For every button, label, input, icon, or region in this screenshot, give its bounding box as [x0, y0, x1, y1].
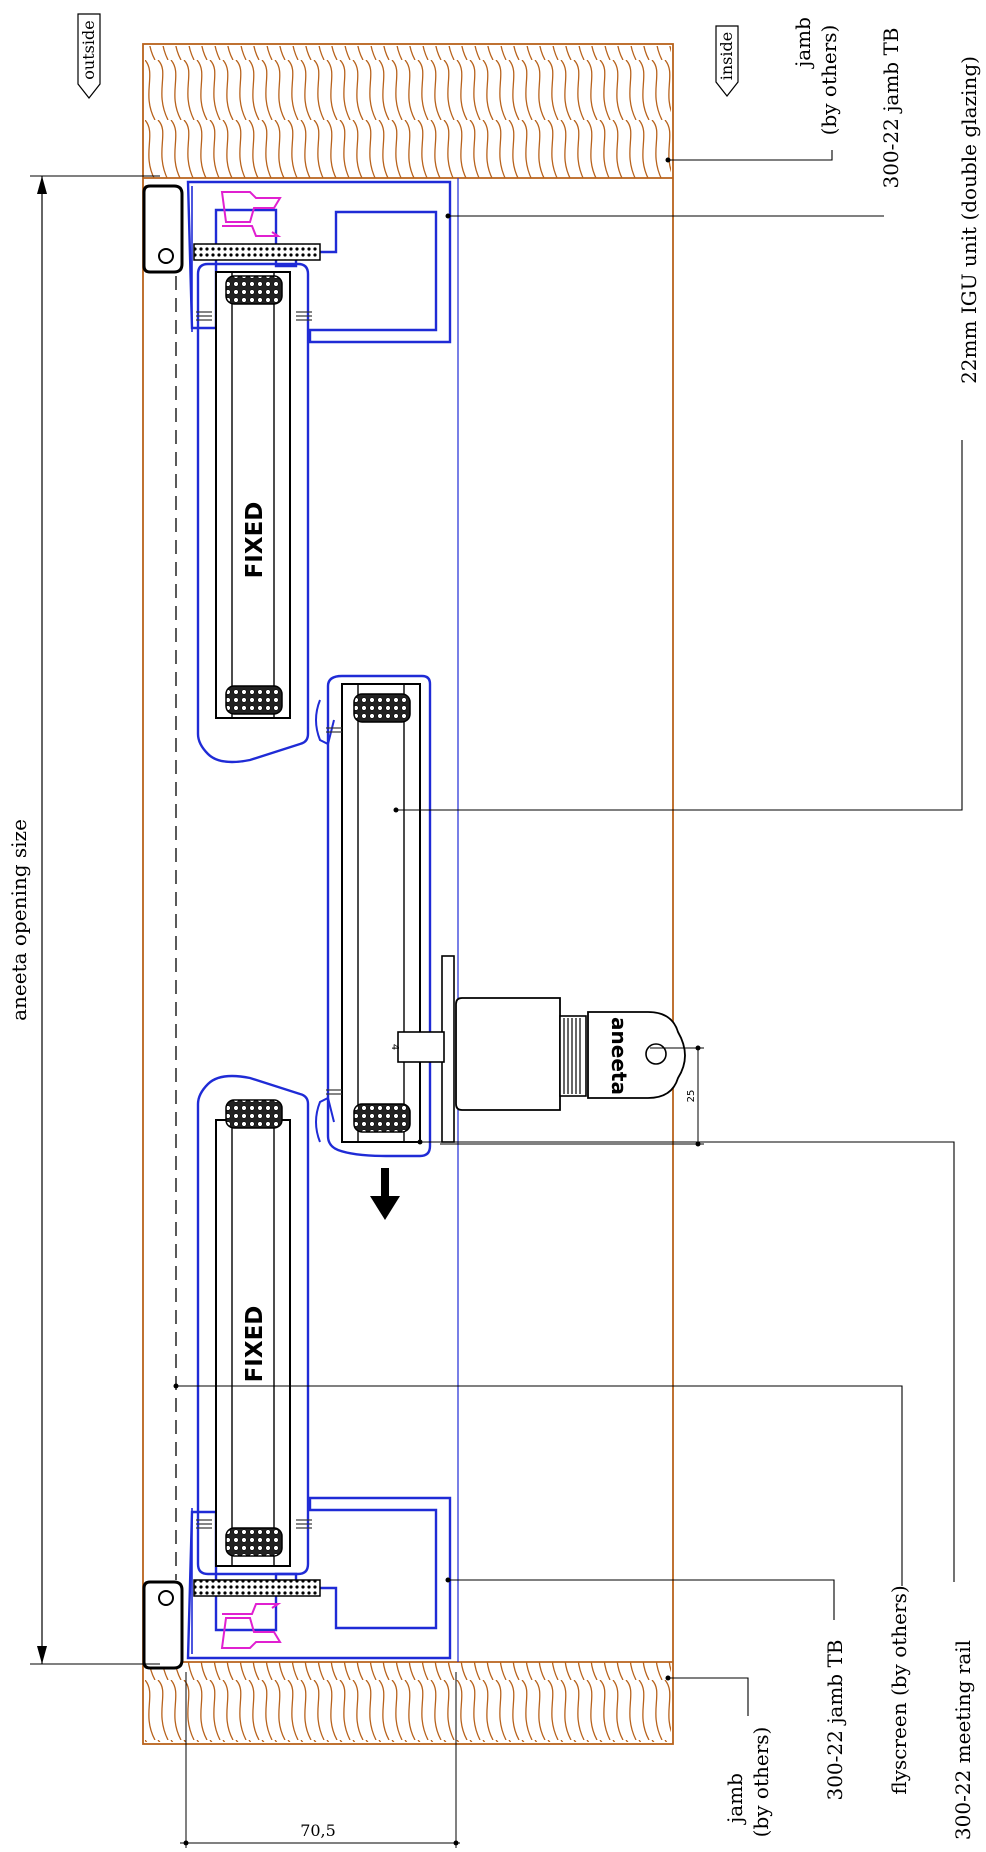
key-brand-text: aneeta: [607, 1017, 631, 1095]
fixed-label-bottom: FIXED: [242, 1306, 268, 1383]
bottom-jamb-tb-profile: [142, 1496, 452, 1670]
sliding-sash: [315, 674, 432, 1158]
jamb-top-label-line2: (by others): [817, 25, 841, 136]
lock-mark-text: 4: [389, 1044, 400, 1050]
igu-unit-label: 22mm IGU unit (double glazing): [957, 56, 981, 384]
width-dimension: 70,5: [180, 1672, 460, 1848]
flyscreen-label: flyscreen (by others): [887, 1585, 911, 1794]
opening-size-dimension: aneeta opening size: [7, 175, 160, 1665]
top-jamb-timber: [143, 46, 673, 179]
outside-tag: outside: [77, 13, 101, 99]
width-dimension-text: 70,5: [300, 1821, 336, 1840]
jamb-outline: [142, 43, 674, 1745]
jamb-bottom-label-line1: jamb: [723, 1773, 747, 1825]
key-dimension: 25: [440, 1045, 704, 1147]
leader-lines: [176, 150, 963, 1716]
jamb-bottom-label-line2: (by others): [749, 1727, 773, 1838]
jamb-tb-bottom-label: 300-22 jamb TB: [823, 1639, 847, 1800]
leader-dots: [173, 157, 671, 1681]
jamb-tb-top-label: 300-22 jamb TB: [879, 27, 903, 188]
meeting-rail-label: 300-22 meeting rail: [951, 1640, 975, 1840]
top-jamb-tb-profile: [142, 180, 452, 344]
key-dimension-text: 25: [686, 1090, 697, 1103]
fixed-label-top: FIXED: [242, 502, 268, 579]
key-hole: [645, 1043, 667, 1065]
bottom-jamb-timber: [143, 1661, 673, 1742]
inside-label: inside: [717, 32, 736, 80]
bottom-fixed-sash: FIXED: [196, 1074, 312, 1576]
jamb-top-label-line1: jamb: [791, 17, 815, 69]
slide-direction-arrow: [370, 1168, 400, 1220]
inside-tag: inside: [715, 25, 739, 97]
top-fixed-sash: FIXED: [196, 262, 312, 764]
opening-size-label: aneeta opening size: [7, 819, 31, 1021]
key-head: [587, 1011, 686, 1099]
key-lock-assembly: 4 aneeta: [389, 955, 686, 1143]
outside-label: outside: [79, 20, 98, 79]
